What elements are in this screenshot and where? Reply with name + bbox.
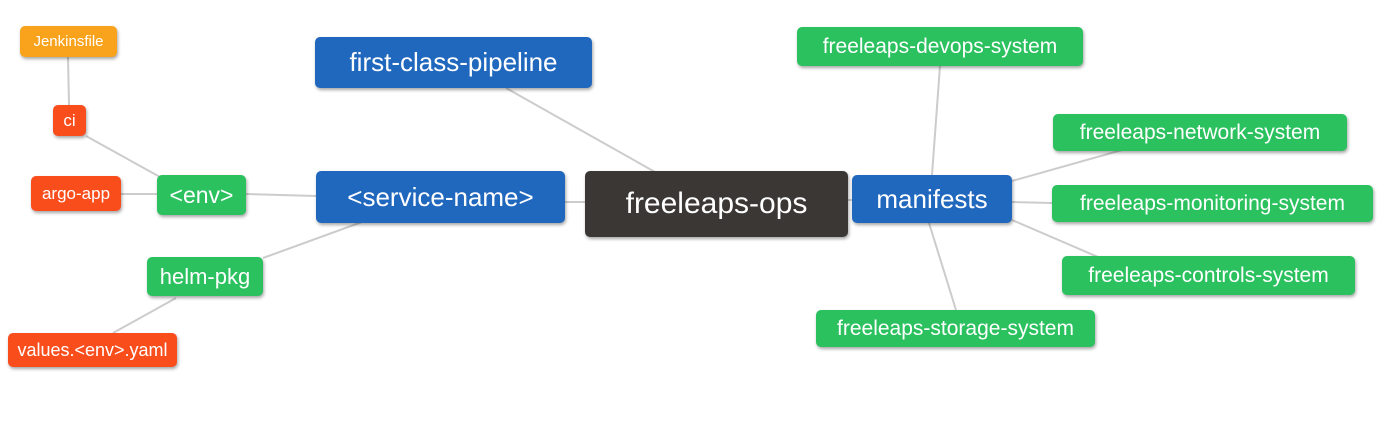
edge-manifests-network bbox=[1011, 149, 1123, 182]
edge-manifests-devops bbox=[931, 65, 941, 176]
mindmap-node-freeleaps-controls-system[interactable]: freeleaps-controls-system bbox=[1062, 256, 1355, 295]
edge-manifests-monitoring bbox=[1011, 201, 1053, 204]
mindmap-node-first-class-pipeline[interactable]: first-class-pipeline bbox=[315, 37, 592, 88]
mindmap-node-jenkinsfile[interactable]: Jenkinsfile bbox=[20, 26, 117, 57]
mindmap-node-freeleaps-monitoring-system[interactable]: freeleaps-monitoring-system bbox=[1052, 185, 1373, 222]
mindmap-node-freeleaps-storage-system[interactable]: freeleaps-storage-system bbox=[816, 310, 1095, 347]
mindmap-node-helm-pkg[interactable]: helm-pkg bbox=[147, 257, 263, 296]
mindmap-node-freeleaps-devops-system[interactable]: freeleaps-devops-system bbox=[797, 27, 1083, 66]
edge-manifests-storage bbox=[928, 222, 957, 311]
mindmap-node-freeleaps-network-system[interactable]: freeleaps-network-system bbox=[1053, 114, 1347, 151]
edge-values-helmpkg bbox=[112, 297, 177, 334]
mindmap-node-ci[interactable]: ci bbox=[53, 105, 86, 136]
edge-manifests-controls bbox=[1011, 219, 1099, 258]
mindmap-node-freeleaps-ops-root[interactable]: freeleaps-ops bbox=[585, 171, 848, 237]
edge-helmpkg-servicename bbox=[262, 221, 363, 259]
edge-ci-env bbox=[85, 135, 161, 178]
mindmap-node-values-env-yaml[interactable]: values.<env>.yaml bbox=[8, 333, 177, 367]
mindmap-node-env[interactable]: <env> bbox=[157, 175, 246, 215]
mindmap-node-manifests[interactable]: manifests bbox=[852, 175, 1012, 223]
mindmap-node-service-name[interactable]: <service-name> bbox=[316, 171, 565, 223]
mindmap-node-argo-app[interactable]: argo-app bbox=[31, 176, 121, 211]
edge-env-servicename bbox=[245, 193, 317, 197]
edge-pipeline-root bbox=[505, 87, 656, 173]
edge-jenkinsfile-ci bbox=[67, 56, 70, 106]
